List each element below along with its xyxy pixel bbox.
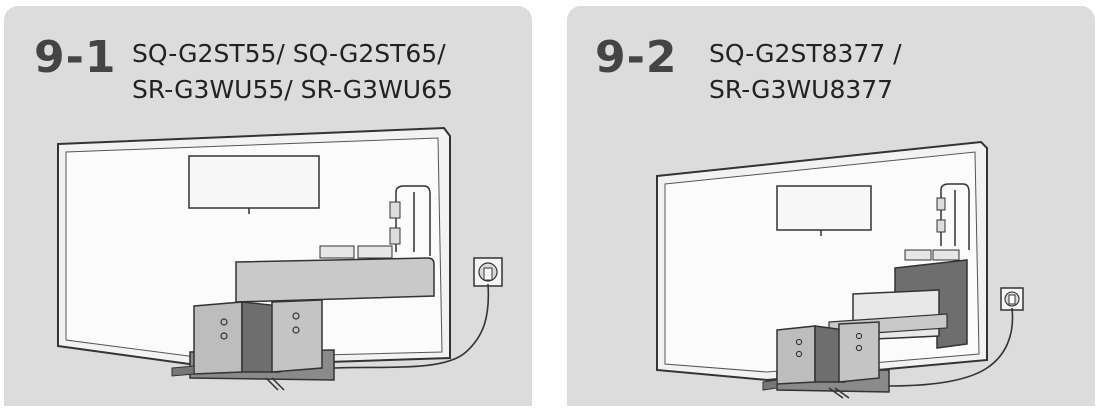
step-number: 9-2	[595, 32, 678, 83]
tv-back-illustration	[57, 126, 503, 391]
section-9-2: 9-2 SQ-G2ST8377 / SR-G3WU8377	[567, 6, 1095, 406]
wall-outlet-icon	[473, 257, 503, 287]
section-9-1: 9-1 SQ-G2ST55/ SQ-G2ST65/ SR-G3WU55/ SR-…	[4, 6, 532, 406]
power-cable	[888, 307, 1014, 387]
tv-back-illustration	[656, 140, 1024, 399]
model-list: SQ-G2ST55/ SQ-G2ST65/ SR-G3WU55/ SR-G3WU…	[132, 36, 453, 108]
model-line: SR-G3WU8377	[709, 75, 894, 104]
rear-cover	[776, 185, 872, 231]
model-line: SQ-G2ST55/ SQ-G2ST65/	[132, 39, 446, 68]
model-line: SQ-G2ST8377 /	[709, 39, 902, 68]
speaker-stand-illustration	[762, 321, 890, 399]
rear-cover	[188, 155, 320, 209]
power-cable	[333, 283, 490, 369]
speaker-bar	[235, 257, 435, 303]
model-list: SQ-G2ST8377 / SR-G3WU8377	[709, 36, 902, 108]
wall-outlet-icon	[1000, 287, 1024, 311]
step-number: 9-1	[34, 32, 117, 83]
model-line: SR-G3WU55/ SR-G3WU65	[132, 75, 453, 104]
speaker-stand-illustration	[171, 299, 335, 391]
